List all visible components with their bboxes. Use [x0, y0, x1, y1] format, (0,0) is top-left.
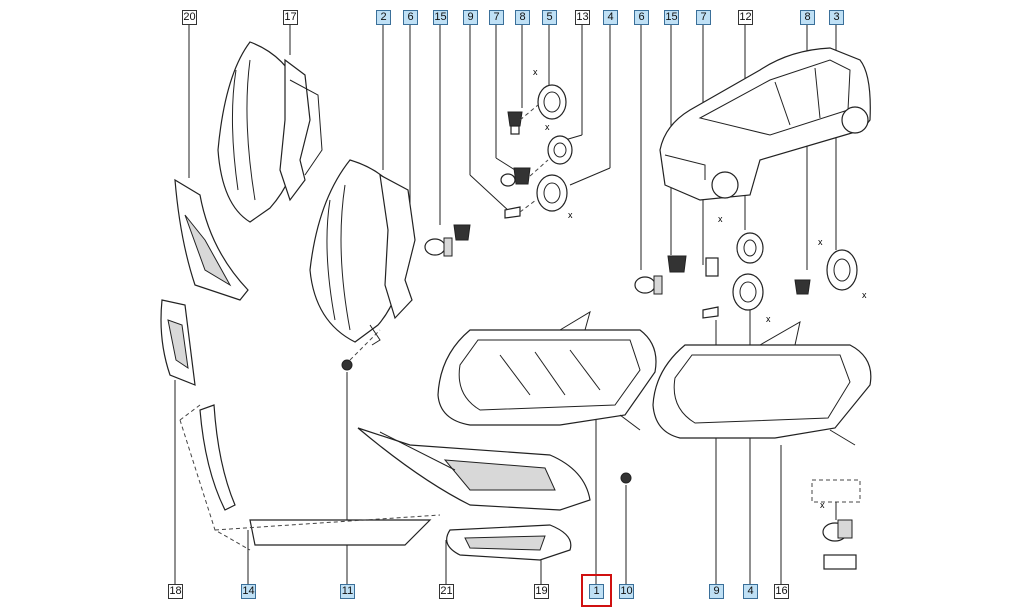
callout-8[interactable]: 8 [515, 10, 530, 25]
callout-5[interactable]: 5 [542, 10, 557, 25]
callout-14[interactable]: 14 [241, 584, 256, 599]
svg-text:x: x [766, 314, 771, 324]
svg-text:x: x [818, 237, 823, 247]
svg-text:x: x [545, 122, 550, 132]
svg-text:x: x [862, 290, 867, 300]
callout-18[interactable]: 18 [168, 584, 183, 599]
callout-8-right[interactable]: 8 [800, 10, 815, 25]
lamp-19 [446, 524, 572, 561]
callout-11[interactable]: 11 [340, 584, 355, 599]
trim-strip-14 [179, 404, 441, 551]
callout-16[interactable]: 16 [774, 584, 789, 599]
callout-21[interactable]: 21 [439, 584, 454, 599]
screws [341, 329, 632, 484]
car-outline [659, 47, 871, 201]
callout-6[interactable]: 6 [403, 10, 418, 25]
bracket-18 [160, 299, 196, 386]
svg-text:x: x [568, 210, 573, 220]
bulb-cluster-top [500, 84, 573, 219]
callout-7-right[interactable]: 7 [696, 10, 711, 25]
callout-15-right[interactable]: 15 [664, 10, 679, 25]
callout-12[interactable]: 12 [738, 10, 753, 25]
callout-9[interactable]: 9 [463, 10, 478, 25]
bulb-cluster-right [634, 232, 858, 319]
callout-4-bottom[interactable]: 4 [743, 584, 758, 599]
svg-text:x: x [533, 67, 538, 77]
callout-4[interactable]: 4 [603, 10, 618, 25]
callout-15[interactable]: 15 [433, 10, 448, 25]
cap-markers: x x x x x x x x [533, 67, 867, 510]
callout-3[interactable]: 3 [829, 10, 844, 25]
bracket-20 [174, 178, 249, 301]
headlamp-housing-2 [309, 159, 416, 346]
fog-lamp-21 [357, 427, 591, 511]
callout-7[interactable]: 7 [489, 10, 504, 25]
bulb-6-left [424, 224, 471, 257]
headlamp-16 [652, 321, 872, 446]
callout-10[interactable]: 10 [619, 584, 634, 599]
svg-text:x: x [820, 500, 825, 510]
svg-text:x: x [718, 214, 723, 224]
headlamp-housing-17 [217, 41, 323, 223]
headlamp-1 [437, 310, 657, 431]
callout-9-bottom[interactable]: 9 [709, 584, 724, 599]
callout-13[interactable]: 13 [575, 10, 590, 25]
callout-20[interactable]: 20 [182, 10, 197, 25]
callout-2[interactable]: 2 [376, 10, 391, 25]
callout-6-right[interactable]: 6 [634, 10, 649, 25]
bulb-detail [811, 479, 861, 570]
selected-part-highlight [581, 574, 612, 607]
callout-19[interactable]: 19 [534, 584, 549, 599]
callout-1[interactable]: 1 [589, 584, 604, 599]
callout-17[interactable]: 17 [283, 10, 298, 25]
